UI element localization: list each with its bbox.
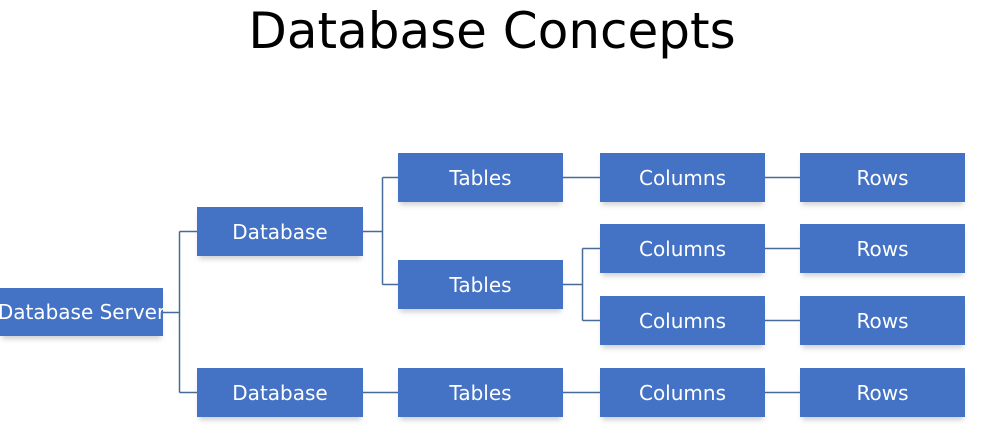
node-tables-3: Tables <box>398 368 563 417</box>
connector-tables2-to-columns <box>563 247 600 322</box>
connector-server-to-databases <box>163 230 197 394</box>
node-columns-3: Columns <box>600 296 765 345</box>
node-columns-4: Columns <box>600 368 765 417</box>
node-database-server: Database Server <box>0 288 165 336</box>
node-database-1: Database <box>197 207 363 256</box>
node-columns-2: Columns <box>600 224 765 273</box>
node-rows-3: Rows <box>800 296 965 345</box>
node-database-2: Database <box>197 368 363 417</box>
node-rows-2: Rows <box>800 224 965 273</box>
node-tables-2: Tables <box>398 260 563 309</box>
node-rows-4: Rows <box>800 368 965 417</box>
diagram-title: Database Concepts <box>248 2 736 60</box>
node-rows-1: Rows <box>800 153 965 202</box>
connector-database1-to-tables <box>363 176 398 286</box>
node-columns-1: Columns <box>600 153 765 202</box>
node-tables-1: Tables <box>398 153 563 202</box>
